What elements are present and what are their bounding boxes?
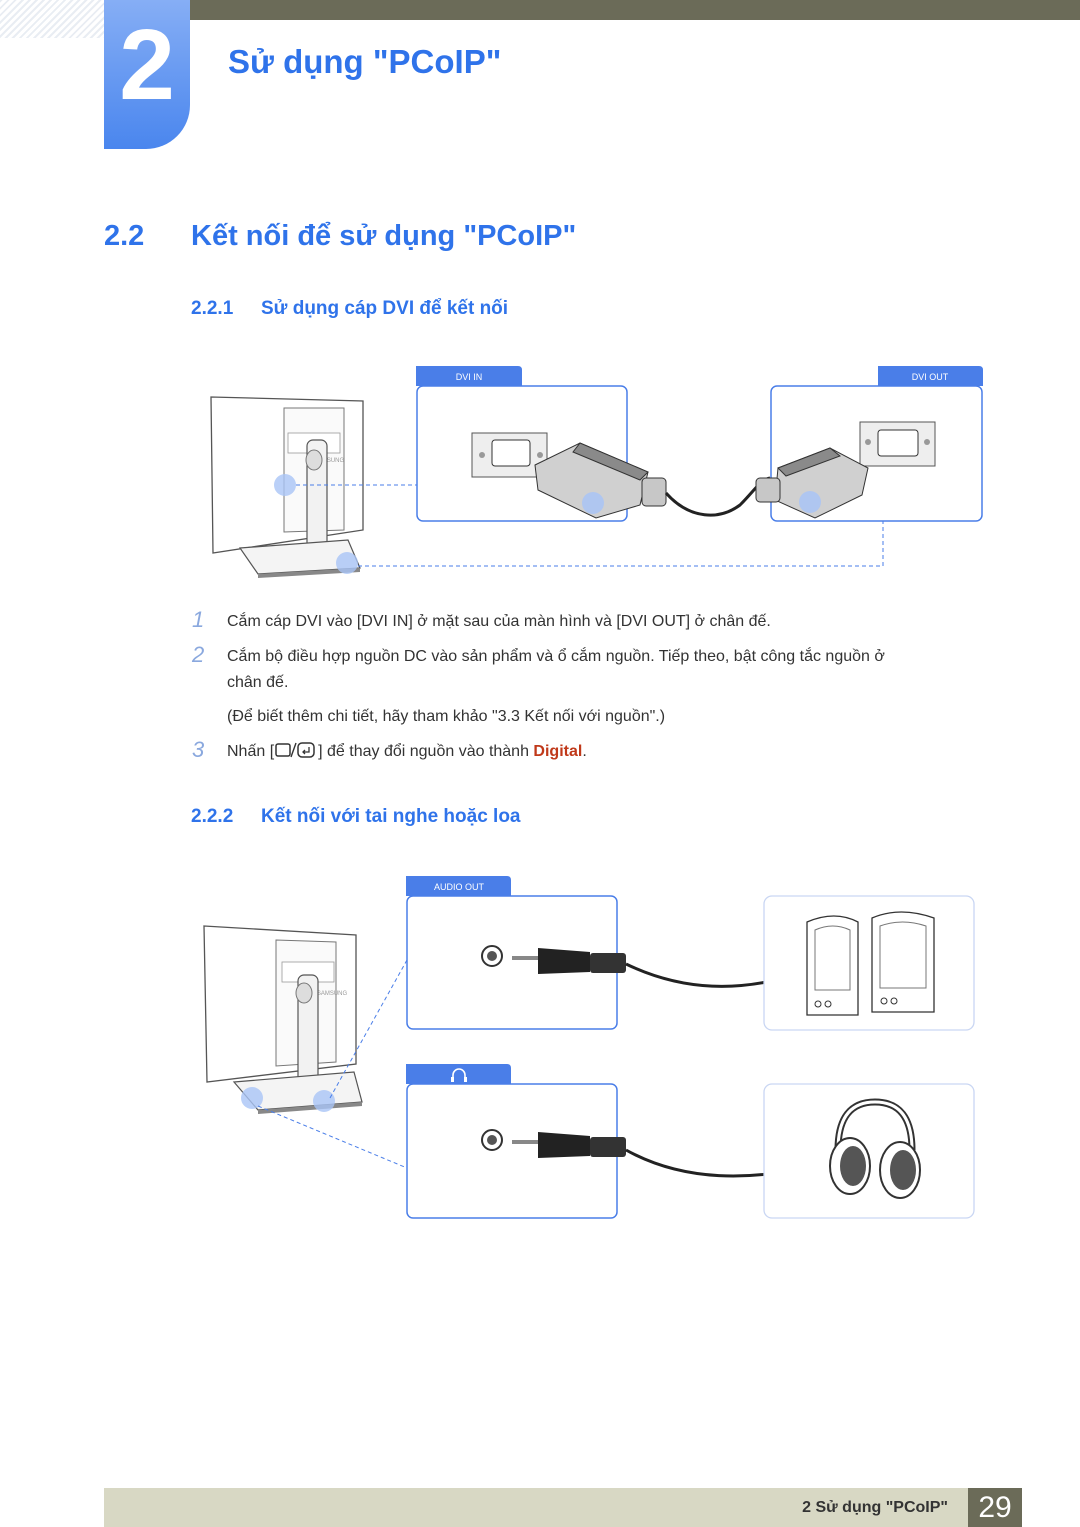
dvi-out-highlight-dot [336, 552, 358, 574]
step-2-text: Cắm bộ điều hợp nguồn DC vào sản phẩm và… [227, 648, 885, 665]
dvi-cable [664, 476, 771, 517]
chapter-title: Sử dụng "PCoIP" [228, 43, 502, 80]
step-2-number: 2 [192, 642, 205, 667]
monitor-back-illustration: SAMSUNG [210, 396, 364, 578]
step-1-text: Cắm cáp DVI vào [DVI IN] ở mặt sau của m… [227, 613, 771, 630]
audio-out-tab-label: AUDIO OUT [434, 882, 485, 892]
dvi-out-tab-label: DVI OUT [912, 372, 949, 382]
footer-chapter-label: 2 Sử dụng "PCoIP" [802, 1499, 948, 1516]
audio-connection-figure: SAMSUNG AUDIO OUT [203, 876, 975, 1219]
source-enter-button-icon [275, 742, 315, 758]
headphones-illustration [829, 1098, 921, 1199]
speakers-illustration [806, 911, 935, 1016]
audio-jack-plug-1 [481, 945, 626, 974]
section-title: Kết nối để sử dụng "PCoIP" [191, 220, 577, 252]
monitor-brand-text-2: SAMSUNG [317, 991, 348, 997]
audio-out-tab [406, 876, 511, 896]
step-3-end: . [582, 743, 587, 760]
monitor-back-illustration-2: SAMSUNG [203, 925, 363, 1114]
page-number-box [968, 1488, 1022, 1527]
dvi-in-tab [416, 366, 522, 386]
headphone-tab [406, 1064, 511, 1084]
dvi-plug-left [534, 442, 667, 519]
subsection-2-title: Kết nối với tai nghe hoặc loa [261, 806, 521, 827]
page-number: 29 [978, 1491, 1012, 1524]
step-1-number: 1 [192, 607, 205, 632]
step-3-emphasis: Digital [533, 743, 583, 760]
dvi-in-port [471, 432, 548, 478]
dvi-in-tab-label: DVI IN [456, 372, 483, 382]
chapter-number: 2 [119, 9, 175, 121]
step-2-text-cont: chân đế. [227, 674, 289, 691]
header-top-bar [190, 0, 1080, 20]
audio-jack-plug-2 [481, 1129, 626, 1158]
step-3-text: Nhấn [ ] để thay đổi nguồn vào thành Digi… [227, 739, 587, 765]
dvi-plug-right [755, 447, 869, 519]
headphones-panel [763, 1083, 975, 1219]
section-number: 2.2 [104, 220, 145, 252]
step-3-post: ] để thay đổi nguồn vào thành [318, 743, 534, 760]
headphone-icon [451, 1068, 467, 1082]
step-3-number: 3 [192, 737, 205, 762]
footer-bar [104, 1488, 968, 1527]
dvi-out-port [859, 421, 936, 467]
monitor-brand-text: SAMSUNG [314, 458, 345, 464]
dvi-in-highlight-dot [274, 474, 296, 496]
subsection-2-number: 2.2.2 [191, 806, 234, 827]
step-3-pre: Nhấn [ [227, 743, 275, 760]
subsection-1-title: Sử dụng cáp DVI để kết nối [261, 298, 509, 319]
subsection-1-number: 2.2.1 [191, 298, 234, 319]
step-note: (Để biết thêm chi tiết, hãy tham khảo "3… [227, 708, 666, 725]
header-hatch-decoration [0, 0, 104, 38]
speakers-panel [763, 895, 975, 1031]
dvi-connection-figure: SAMSUNG DVI IN DVI OUT [210, 366, 983, 578]
dvi-out-tab [878, 366, 983, 386]
chapter-number-badge [104, 0, 190, 149]
